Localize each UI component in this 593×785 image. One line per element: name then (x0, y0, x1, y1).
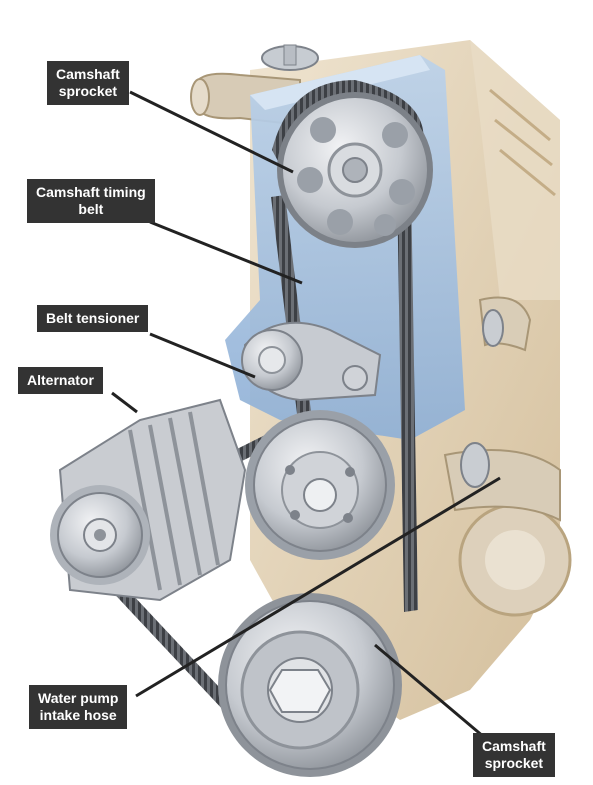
label-camshaft-sprocket-top: Camshaft sprocket (47, 61, 129, 105)
leader-lines (111, 90, 501, 739)
label-line: sprocket (484, 755, 544, 771)
label-belt-tensioner: Belt tensioner (37, 305, 149, 332)
label-line: Alternator (27, 372, 94, 388)
label-line: Belt tensioner (46, 310, 140, 326)
label-water-pump-intake-hose: Water pump intake hose (29, 685, 128, 729)
label-line: Water pump (38, 690, 119, 706)
alternator-shape (50, 398, 247, 602)
belt-tensioner-shape (241, 321, 382, 402)
camshaft-sprocket-bottom-shape (218, 593, 402, 777)
label-camshaft-sprocket-bottom: Camshaft sprocket (473, 733, 555, 777)
label-line: belt (78, 201, 104, 217)
middle-pulley-shape (245, 410, 395, 560)
label-camshaft-timing-belt: Camshaft timing belt (27, 179, 155, 223)
label-line: intake hose (39, 707, 117, 723)
label-line: sprocket (58, 83, 118, 99)
label-alternator: Alternator (18, 367, 103, 394)
label-line: Camshaft (56, 66, 120, 82)
camshaft-sprocket-top-shape (277, 92, 433, 248)
label-line: Camshaft timing (36, 184, 146, 200)
label-line: Camshaft (482, 738, 546, 754)
